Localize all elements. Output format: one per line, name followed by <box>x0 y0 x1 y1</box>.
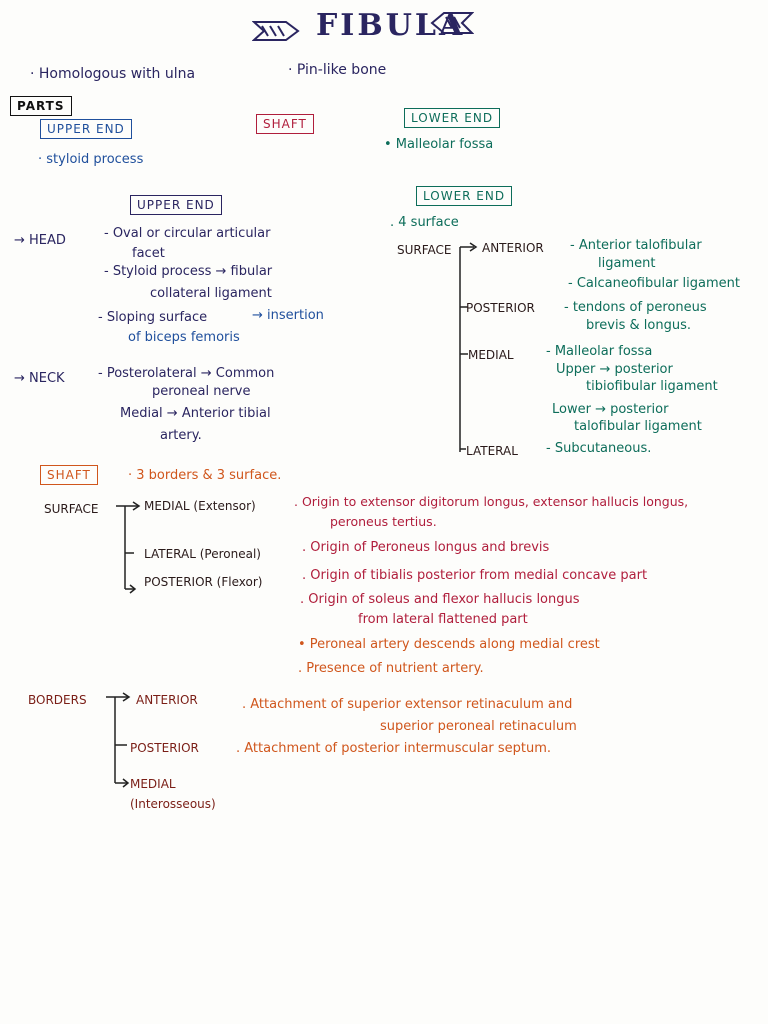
lower-lateral-label: LATERAL <box>466 444 518 458</box>
neck-item-1: - Posterolateral → Common <box>98 366 275 381</box>
head-label: → HEAD <box>14 233 66 248</box>
border-anterior-item-1: . Attachment of superior extensor retina… <box>242 697 573 712</box>
lower-anterior-item-2: - Calcaneofibular ligament <box>568 276 740 291</box>
shaft-surface-label: SURFACE <box>44 502 99 516</box>
neck-label: → NECK <box>14 371 65 386</box>
lower-medial-item-3b: talofibular ligament <box>574 419 702 434</box>
lower-end-heading: LOWER END <box>416 186 513 206</box>
right-arrow-decoration-icon <box>430 12 474 34</box>
lower-posterior-item-1b: brevis & longus. <box>586 318 691 333</box>
shaft-heading: SHAFT <box>40 465 98 485</box>
border-anterior-label: ANTERIOR <box>136 693 198 707</box>
shaft-lateral-label: LATERAL (Peroneal) <box>144 547 261 561</box>
page-title: FIBULA <box>316 8 466 43</box>
shaft-posterior-item-2b: from lateral flattened part <box>358 612 528 627</box>
head-item-1b: facet <box>132 246 165 261</box>
border-anterior-item-1b: superior peroneal retinaculum <box>380 719 577 734</box>
border-posterior-text: . Attachment of posterior intermuscular … <box>236 741 552 756</box>
lower-medial-label: MEDIAL <box>468 348 514 362</box>
lower-posterior-item-1: - tendons of peroneus <box>564 300 707 315</box>
lower-medial-item-1: - Malleolar fossa <box>546 344 653 359</box>
shaft-posterior-item-1: . Origin of tibialis posterior from medi… <box>302 568 648 583</box>
border-medial-sub: (Interosseous) <box>130 797 216 811</box>
head-item-1: - Oval or circular articular <box>104 226 271 241</box>
parts-upper-note: · styloid process <box>38 152 144 167</box>
shaft-lateral-text: . Origin of Peroneus longus and brevis <box>302 540 550 555</box>
lower-lateral-text: - Subcutaneous. <box>546 441 652 456</box>
lower-anterior-label: ANTERIOR <box>482 241 544 255</box>
head-item-2b: collateral ligament <box>150 286 272 301</box>
shaft-medial-item-1b: peroneus tertius. <box>330 514 437 529</box>
border-posterior-label: POSTERIOR <box>130 741 199 755</box>
shaft-posterior-item-2: . Origin of soleus and flexor hallucis l… <box>300 592 580 607</box>
left-arrow-decoration-icon <box>252 21 300 41</box>
shaft-posterior-item-4: . Presence of nutrient artery. <box>298 661 484 676</box>
parts-lower-note: • Malleolar fossa <box>384 137 494 152</box>
head-item-2: - Styloid process → fibular <box>104 264 273 279</box>
upper-end-heading: UPPER END <box>130 195 222 215</box>
shaft-posterior-item-3: • Peroneal artery descends along medial … <box>298 637 600 652</box>
parts-lower-end-box: LOWER END <box>404 108 501 128</box>
border-medial-label: MEDIAL <box>130 777 176 791</box>
parts-label: PARTS <box>10 96 72 116</box>
lower-anterior-item-1b: ligament <box>598 256 656 271</box>
neck-item-2b: artery. <box>160 428 202 443</box>
shaft-medial-label: MEDIAL (Extensor) <box>144 499 256 513</box>
shaft-summary: · 3 borders & 3 surface. <box>128 468 282 483</box>
lower-posterior-label: POSTERIOR <box>466 301 535 315</box>
shaft-posterior-label: POSTERIOR (Flexor) <box>144 575 263 589</box>
lower-surface-label: SURFACE <box>397 243 452 257</box>
head-item-3-insertion: → insertion <box>252 308 324 323</box>
parts-shaft-box: SHAFT <box>256 114 314 134</box>
lower-anterior-item-1: - Anterior talofibular <box>570 238 702 253</box>
head-item-3: - Sloping surface <box>98 310 208 325</box>
borders-label: BORDERS <box>28 693 87 707</box>
head-item-3b: of biceps femoris <box>128 330 240 345</box>
shaft-medial-item-1: . Origin to extensor digitorum longus, e… <box>294 494 689 509</box>
lower-medial-item-2b: tibiofibular ligament <box>586 379 718 394</box>
parts-upper-end-box: UPPER END <box>40 119 132 139</box>
intro-item-pin: · Pin-like bone <box>288 62 387 78</box>
lower-medial-item-2: Upper → posterior <box>556 362 673 377</box>
neck-item-2: Medial → Anterior tibial <box>120 406 271 421</box>
lower-end-count: . 4 surface <box>390 215 459 230</box>
lower-medial-item-3: Lower → posterior <box>552 402 669 417</box>
neck-item-1b: peroneal nerve <box>152 384 251 399</box>
intro-item-ulna: · Homologous with ulna <box>30 66 196 82</box>
